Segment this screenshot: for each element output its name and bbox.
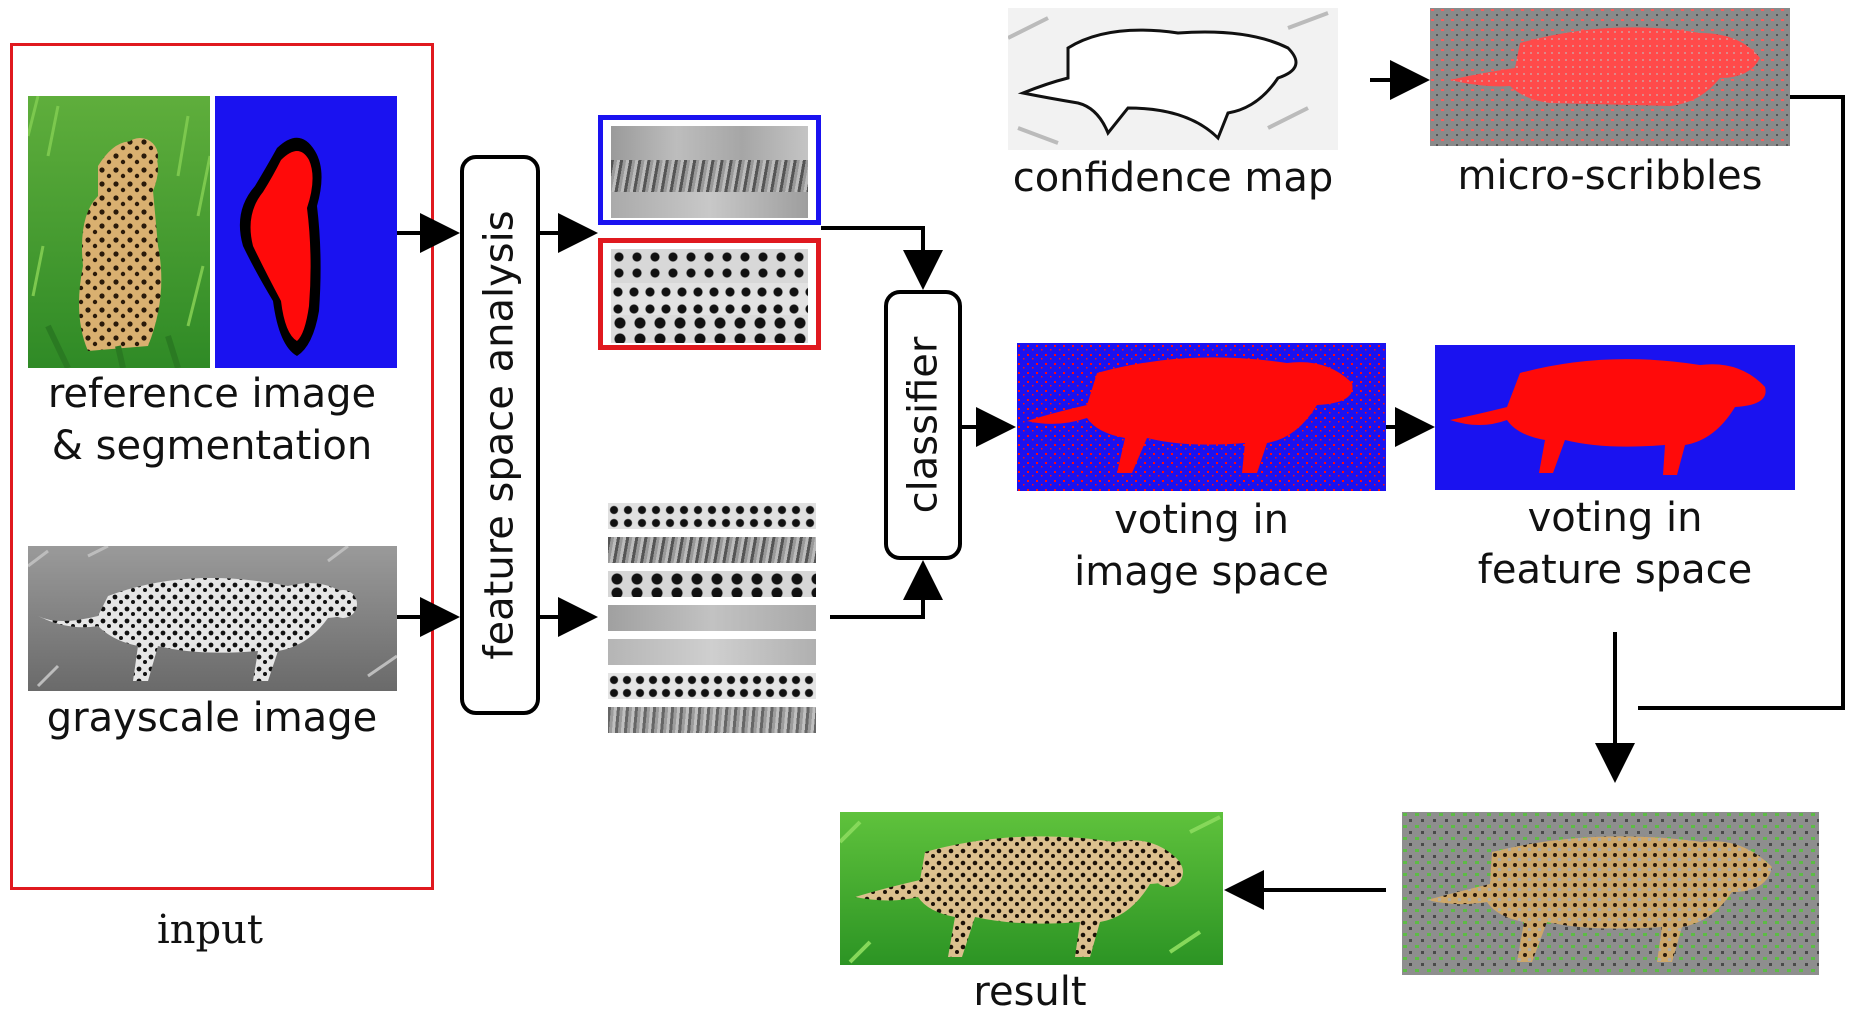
foreground-patch-3 — [611, 315, 808, 343]
classifier-label: classifier — [900, 336, 947, 514]
reference-segmentation — [215, 96, 397, 368]
micro-scribbles-label: micro-scribbles — [1457, 153, 1763, 199]
scribble-colorized-image — [1402, 812, 1819, 975]
background-patch-3 — [611, 192, 808, 218]
reference-image — [28, 96, 210, 368]
target-patch-7 — [608, 707, 816, 733]
target-patch-5 — [608, 639, 816, 665]
foreground-patches — [598, 238, 821, 350]
target-patch-4 — [608, 605, 816, 631]
feature-space-analysis-label: feature space analysis — [477, 210, 524, 660]
grayscale-image — [28, 546, 397, 691]
foreground-patch-2 — [611, 283, 808, 317]
confidence-map-label: confidence map — [1012, 155, 1334, 201]
result-image — [840, 812, 1223, 965]
arrow-target-patches-to-classifier — [830, 560, 943, 619]
background-patch-2 — [611, 160, 808, 194]
background-patch-1 — [611, 126, 808, 160]
voting-feature-space — [1435, 345, 1795, 490]
classifier-box: classifier — [884, 290, 962, 560]
target-patches — [608, 503, 816, 735]
voting-image-label-line1: voting in — [1114, 497, 1289, 543]
voting-feature-label-line1: voting in — [1527, 495, 1703, 541]
feature-space-analysis-box: feature space analysis — [460, 155, 540, 715]
voting-feature-label-line2: feature space — [1477, 547, 1753, 593]
micro-scribbles — [1430, 8, 1790, 146]
input-label: input — [157, 907, 263, 953]
result-label: result — [973, 969, 1087, 1015]
voting-image-label-line2: image space — [1074, 549, 1329, 595]
confidence-map — [1008, 8, 1338, 150]
target-patch-1 — [608, 503, 816, 529]
grayscale-label: grayscale image — [46, 695, 378, 741]
arrow-labeled-patches-to-classifier — [821, 226, 943, 290]
target-patch-6 — [608, 673, 816, 699]
input-frame — [10, 43, 434, 890]
reference-label-line1: reference image — [47, 371, 377, 417]
target-patch-2 — [608, 537, 816, 563]
background-patches — [598, 115, 821, 225]
foreground-patch-1 — [611, 249, 808, 283]
voting-image-space — [1017, 343, 1386, 491]
target-patch-3 — [608, 571, 816, 597]
reference-label-line2: & segmentation — [51, 423, 373, 469]
